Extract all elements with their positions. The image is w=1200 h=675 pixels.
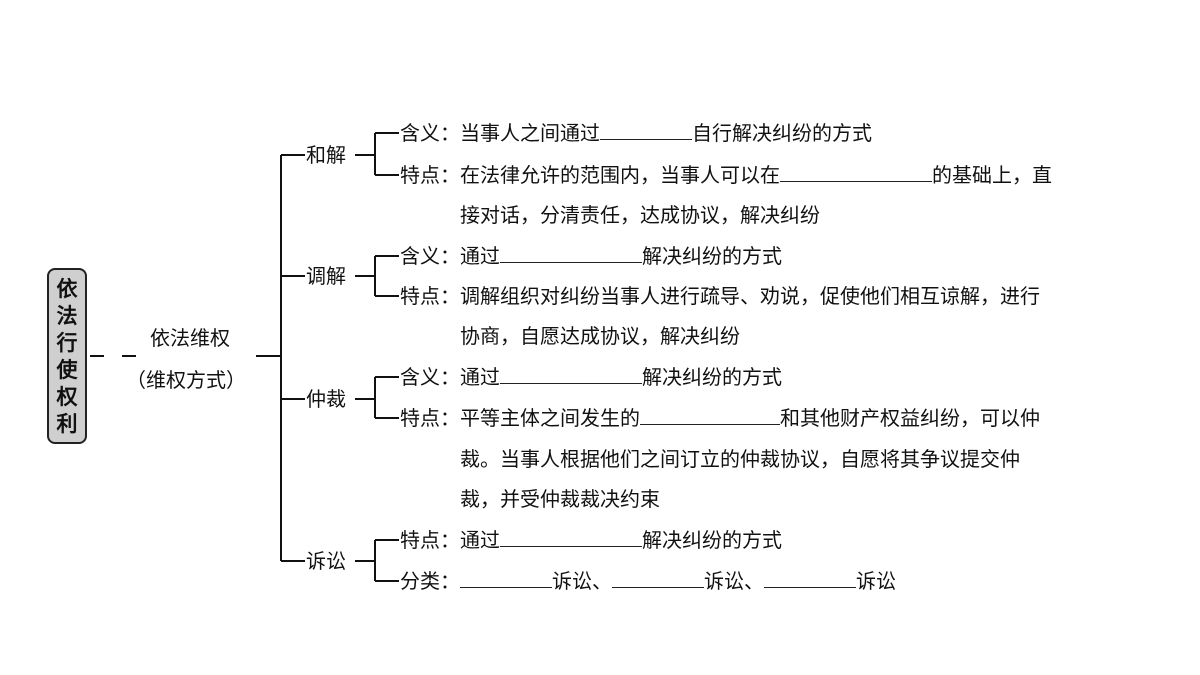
zhongcai-meaning: 含义：通过 解决纠纷的方式 xyxy=(400,365,782,389)
fill-blank xyxy=(500,528,642,547)
feature-text: 平等主体之间发生的 xyxy=(460,406,640,430)
root-char: 法 xyxy=(56,304,78,328)
fill-blank xyxy=(460,569,552,588)
susong-feature: 特点：通过 解决纠纷的方式 xyxy=(400,528,782,552)
root-char: 利 xyxy=(56,412,78,436)
fill-blank xyxy=(764,569,856,588)
root-char: 行 xyxy=(56,331,78,355)
root-title: 依 法 行 使 权 利 xyxy=(49,276,85,438)
types-text: 诉讼、 xyxy=(704,569,764,593)
fill-blank xyxy=(500,244,642,263)
fill-blank xyxy=(780,163,932,182)
method-zhongcai: 仲裁 xyxy=(306,387,346,411)
branch-subtitle: （维权方式） xyxy=(126,368,246,392)
zhongcai-feature-line2: 裁。当事人根据他们之间订立的仲裁协议，自愿将其争议提交仲 xyxy=(460,447,1020,471)
feature-label: 特点： xyxy=(400,163,460,187)
feature-text: 和其他财产权益纠纷，可以仲 xyxy=(780,406,1040,430)
meaning-text: 通过 xyxy=(460,244,500,268)
meaning-text: 通过 xyxy=(460,365,500,389)
hejie-meaning: 含义：当事人之间通过 自行解决纠纷的方式 xyxy=(400,121,872,145)
meaning-text: 解决纠纷的方式 xyxy=(642,244,782,268)
meaning-label: 含义： xyxy=(400,121,460,145)
meaning-text: 当事人之间通过 xyxy=(460,121,600,145)
hejie-feature-line2: 接对话，分清责任，达成协议，解决纠纷 xyxy=(460,203,820,227)
feature-text: 的基础上，直 xyxy=(932,163,1052,187)
root-char: 权 xyxy=(56,385,78,409)
tiaojie-feature: 特点：调解组织对纠纷当事人进行疏导、劝说，促使他们相互谅解，进行 xyxy=(400,284,1040,308)
method-susong: 诉讼 xyxy=(306,549,346,573)
zhongcai-feature-line3: 裁，并受仲裁裁决约束 xyxy=(460,487,660,511)
meaning-text: 自行解决纠纷的方式 xyxy=(692,121,872,145)
tiaojie-feature-line2: 协商，自愿达成协议，解决纠纷 xyxy=(460,324,740,348)
branch-title: 依法维权 xyxy=(150,326,230,350)
types-text: 诉讼 xyxy=(856,569,896,593)
tiaojie-meaning: 含义：通过 解决纠纷的方式 xyxy=(400,244,782,268)
root-char: 使 xyxy=(56,358,78,382)
feature-label: 特点： xyxy=(400,406,460,430)
root-char: 依 xyxy=(56,277,78,301)
types-text: 诉讼、 xyxy=(552,569,612,593)
meaning-label: 含义： xyxy=(400,244,460,268)
feature-text: 在法律允许的范围内，当事人可以在 xyxy=(460,163,780,187)
meaning-text: 解决纠纷的方式 xyxy=(642,365,782,389)
zhongcai-feature: 特点：平等主体之间发生的 和其他财产权益纠纷，可以仲 xyxy=(400,406,1040,430)
feature-label: 特点： xyxy=(400,528,460,552)
fill-blank xyxy=(600,121,692,140)
feature-text: 通过 xyxy=(460,528,500,552)
feature-label: 特点： xyxy=(400,284,460,308)
susong-types: 分类： 诉讼、 诉讼、 诉讼 xyxy=(400,569,896,593)
method-hejie: 和解 xyxy=(306,143,346,167)
method-tiaojie: 调解 xyxy=(306,264,346,288)
feature-text: 调解组织对纠纷当事人进行疏导、劝说，促使他们相互谅解，进行 xyxy=(460,284,1040,308)
types-label: 分类： xyxy=(400,569,460,593)
root-node: 依 法 行 使 权 利 xyxy=(47,268,87,444)
fill-blank xyxy=(640,406,780,425)
hejie-feature: 特点：在法律允许的范围内，当事人可以在 的基础上，直 xyxy=(400,163,1052,187)
meaning-label: 含义： xyxy=(400,365,460,389)
feature-text: 解决纠纷的方式 xyxy=(642,528,782,552)
fill-blank xyxy=(500,365,642,384)
fill-blank xyxy=(612,569,704,588)
